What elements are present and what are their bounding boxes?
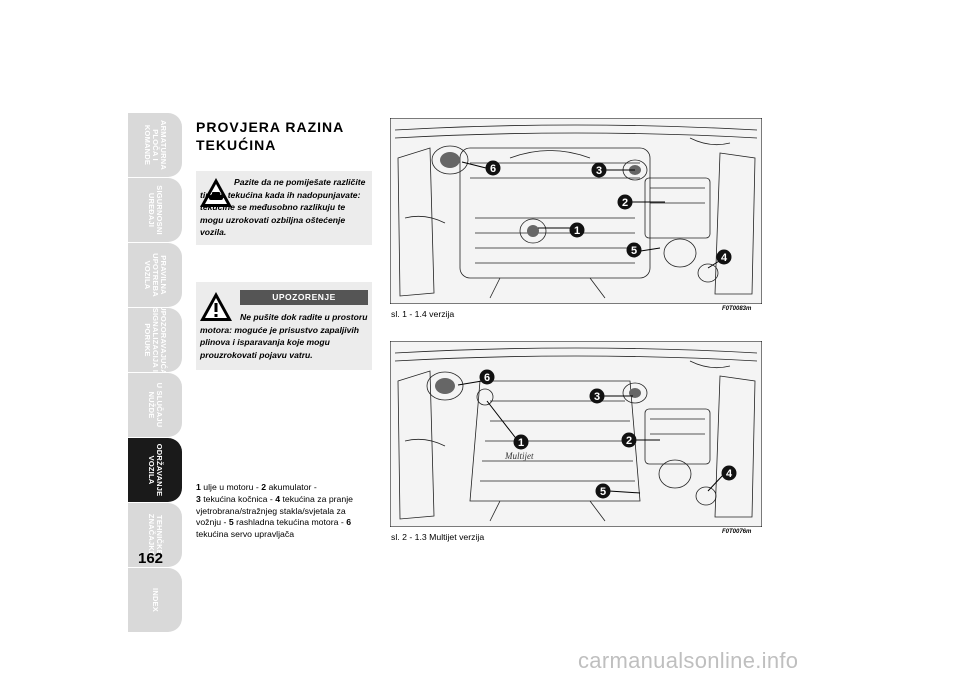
section-tabs: ARMATURNA PLOČA I KOMANDE SIGURNOSNI URE… bbox=[128, 113, 182, 633]
callout-3: 3 bbox=[591, 162, 607, 178]
callout-6: 6 bbox=[479, 369, 495, 385]
warning-text: Ne pušite dok radite u prostoru motora: … bbox=[200, 312, 368, 360]
tab-pravilna-upotreba[interactable]: PRAVILNA UPOTREBA VOZILA bbox=[128, 243, 182, 307]
engine-figure-2: Multijet 1 2 3 4 5 6 F0T0076m bbox=[390, 341, 762, 535]
tab-odrzavanje-vozila[interactable]: ODRŽAVANJE VOZILA bbox=[128, 438, 182, 502]
caution-box: Pazite da ne pomiješate različite tipove… bbox=[196, 171, 372, 245]
tab-upozoravajuca-signalizacija[interactable]: UPOZORAVAJUĆA SIGNALIZACIJA I PORUKE bbox=[128, 308, 182, 372]
callout-number: 4 bbox=[726, 468, 733, 480]
engine-bay-illustration: 1 2 3 4 5 6 bbox=[390, 118, 762, 304]
watermark: carmanualsonline.info bbox=[578, 648, 799, 673]
figure-legend: 1 ulje u motoru - 2 akumulator - 3 tekuć… bbox=[196, 482, 353, 540]
tab-armaturna-ploca[interactable]: ARMATURNA PLOČA I KOMANDE bbox=[128, 113, 182, 177]
warning-header: UPOZORENJE bbox=[240, 290, 368, 305]
callout-number: 1 bbox=[574, 225, 580, 237]
callout-number: 4 bbox=[721, 252, 728, 264]
engine-label: Multijet bbox=[504, 451, 534, 461]
tab-index[interactable]: INDEX bbox=[128, 568, 182, 632]
callout-2: 2 bbox=[617, 194, 633, 210]
callout-number: 5 bbox=[600, 486, 606, 498]
page-number: 162 bbox=[138, 550, 164, 567]
tab-tehnicke-znacajke[interactable]: TEHNIČKE ZNAČAJKE bbox=[128, 503, 182, 567]
figure-2-caption: sl. 2 - 1.3 Multijet verzija bbox=[391, 532, 485, 542]
callout-3: 3 bbox=[589, 388, 605, 404]
warning-box: UPOZORENJE Ne pušite dok radite u prosto… bbox=[196, 282, 372, 370]
caution-text: Pazite da ne pomiješate različite tipove… bbox=[200, 177, 366, 237]
tab-sigurnosni-uredaji[interactable]: SIGURNOSNI UREĐAJI bbox=[128, 178, 182, 242]
callout-number: 1 bbox=[518, 437, 524, 449]
callout-5: 5 bbox=[626, 242, 642, 258]
engine-figure-1: 1 2 3 4 5 6 F0T0083m bbox=[390, 118, 762, 312]
callout-4: 4 bbox=[721, 465, 737, 481]
callout-1: 1 bbox=[513, 434, 529, 450]
callout-number: 5 bbox=[631, 245, 637, 257]
callout-number: 2 bbox=[622, 197, 628, 209]
figure-code: F0T0076m bbox=[722, 529, 752, 535]
callout-number: 2 bbox=[626, 435, 632, 447]
callout-5: 5 bbox=[595, 483, 611, 499]
callout-1: 1 bbox=[569, 222, 585, 238]
figure-code: F0T0083m bbox=[722, 306, 752, 312]
figure-1-caption: sl. 1 - 1.4 verzija bbox=[391, 309, 455, 319]
tab-u-slucaju-nuzde[interactable]: U SLUČAJU NUŽDE bbox=[128, 373, 182, 437]
exclamation-warning-icon bbox=[200, 292, 232, 321]
callout-2: 2 bbox=[621, 432, 637, 448]
callout-number: 3 bbox=[596, 165, 602, 177]
callout-number: 3 bbox=[594, 391, 600, 403]
callout-4: 4 bbox=[716, 249, 732, 265]
callout-number: 6 bbox=[484, 372, 490, 384]
car-warning-icon bbox=[200, 178, 232, 207]
callout-number: 6 bbox=[490, 163, 496, 175]
engine-bay-illustration: Multijet 1 2 3 4 5 6 bbox=[390, 341, 762, 527]
callout-6: 6 bbox=[485, 160, 501, 176]
page-title: PROVJERA RAZINA TEKUĆINA bbox=[196, 119, 345, 153]
